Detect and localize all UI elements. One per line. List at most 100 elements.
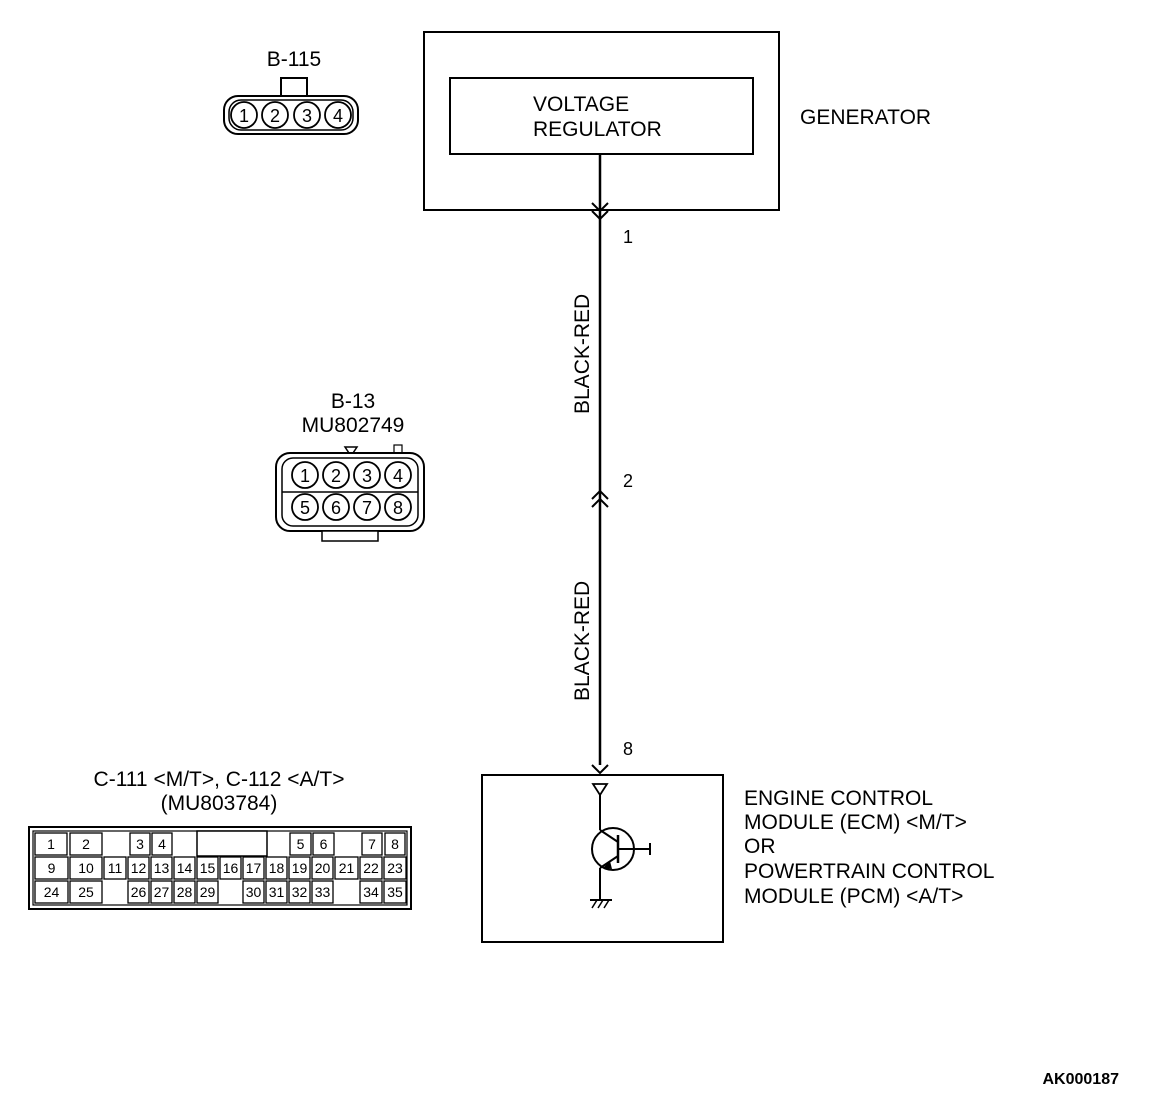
connector-b13-pin-label: 8 (393, 498, 403, 518)
connector-b13-pin (353, 493, 381, 521)
connector-c111-terminal-label: 33 (315, 884, 331, 900)
connector-c111-terminal-cell (34, 832, 68, 856)
connector-c111-terminal-label: 34 (363, 884, 379, 900)
connector-b13-key (343, 446, 359, 458)
connector-b13-pin (322, 461, 350, 489)
connector-b115-inner (228, 99, 354, 131)
ground-icon-hatch (597, 899, 604, 909)
ecm-label-line4: POWERTRAIN CONTROL (744, 860, 994, 883)
terminal-2-mark (591, 489, 609, 500)
connector-c111-terminal-cell (312, 832, 335, 856)
connector-c111-terminal-cell (150, 856, 173, 880)
connector-c111-terminal-label: 29 (200, 884, 216, 900)
connector-b115-label: B-115 (267, 48, 321, 71)
connector-c111-terminal-label: 15 (200, 860, 216, 876)
ecm-label-line3: OR (744, 835, 776, 858)
terminal-8-label: 8 (623, 739, 633, 759)
figure-code: AK000187 (1043, 1071, 1120, 1088)
connector-c111-terminal-label: 6 (320, 836, 328, 852)
connector-c111-terminal-label: 27 (154, 884, 170, 900)
connector-c111-terminal-label: 11 (108, 860, 123, 876)
connector-c111-terminal-label: 3 (136, 836, 144, 852)
connector-b115-pin (261, 101, 289, 129)
connector-c111-terminal-label: 31 (269, 884, 285, 900)
ecm-label-line2: MODULE (ECM) <M/T> (744, 811, 967, 834)
connector-b13: B-13 MU802749 1 2 3 4 5 6 7 8 (275, 390, 425, 542)
connector-b13-pin-label: 6 (331, 498, 341, 518)
connector-c111-terminal-cell (127, 880, 150, 904)
connector-b13-label: B-13 (331, 390, 375, 413)
connector-c111-terminal-label: 8 (391, 836, 399, 852)
connector-b13-pin (322, 493, 350, 521)
connector-b13-pin-label: 4 (393, 466, 403, 486)
connector-c111-terminal-label: 4 (158, 836, 166, 852)
connector-c111-terminal-cell (69, 880, 103, 904)
ecm-input-terminal (591, 783, 609, 797)
connector-c111-terminal-label: 18 (269, 860, 285, 876)
connector-c111-terminal-cell (151, 832, 173, 856)
transistor-collector (599, 829, 619, 843)
connector-c111-terminal-cell (288, 856, 311, 880)
connector-c111-terminal-cell (196, 880, 219, 904)
connector-b13-pin-label: 2 (331, 466, 341, 486)
connector-b115: B-115 1 2 3 4 (223, 48, 359, 135)
connector-c111-key (196, 830, 268, 857)
connector-b13-tab (393, 444, 403, 454)
terminal-1-label: 1 (623, 227, 633, 247)
connector-c111-terminal-cell (359, 856, 383, 880)
connector-c111-terminal-cell (196, 856, 219, 880)
connector-c111-terminal-label: 17 (246, 860, 262, 876)
connector-c111-terminal-label: 10 (78, 860, 94, 876)
terminal-8-mark (591, 764, 609, 775)
connector-c111-terminal-label: 35 (387, 884, 403, 900)
connector-c111-terminal-label: 16 (223, 860, 239, 876)
connector-c111-terminal-label: 2 (82, 836, 90, 852)
connector-c111-terminal-cell (359, 880, 383, 904)
connector-c111-terminal-cell (361, 832, 383, 856)
connector-b13-pin-label: 7 (362, 498, 372, 518)
ground-icon-hatch (591, 899, 598, 909)
connector-c111-terminal-cell (383, 880, 407, 904)
connector-c111-terminal-cell (173, 880, 196, 904)
connector-c111-terminal-cell (34, 856, 69, 880)
terminal-2-mark (591, 497, 609, 508)
connector-c111-terminal-cell (311, 856, 334, 880)
connector-c111-terminal-cell (129, 832, 151, 856)
connector-c111-terminal-cell (311, 880, 334, 904)
connector-b115-pin-label: 1 (239, 106, 249, 126)
connector-b13-pin (291, 461, 319, 489)
connector-c111-terminal-label: 22 (363, 860, 379, 876)
connector-c111-terminal-label: 19 (292, 860, 308, 876)
connector-c111-terminal-label: 26 (131, 884, 147, 900)
terminal-1-mark (591, 210, 609, 221)
connector-c111-terminal-cell (242, 880, 265, 904)
connector-c111-terminal-label: 1 (47, 836, 55, 852)
connector-c111-terminal-label: 7 (368, 836, 376, 852)
connector-b115-pin (293, 101, 321, 129)
connector-c111-terminal-cell (219, 856, 242, 880)
connector-c111-terminal-label: 5 (297, 836, 305, 852)
connector-b115-pin-label: 4 (333, 106, 343, 126)
ecm-label-line1: ENGINE CONTROL (744, 787, 933, 810)
connector-b13-pin-label: 3 (362, 466, 372, 486)
connector-b115-pin (324, 101, 352, 129)
wire-harness: 1 2 8 BLACK-RED BLACK-RED (571, 154, 633, 775)
connector-c111-terminal-label: 25 (78, 884, 94, 900)
ecm-label-line5: MODULE (PCM) <A/T> (744, 885, 963, 908)
terminal-2-label: 2 (623, 471, 633, 491)
connector-c111-terminal-cell (127, 856, 150, 880)
connector-c111-terminal-cell (69, 856, 103, 880)
connector-b13-pin (291, 493, 319, 521)
generator-label: GENERATOR (800, 106, 931, 129)
connector-c111-terminal-label: 28 (177, 884, 193, 900)
connector-c111-label: C-111 <M/T>, C-112 <A/T> (94, 768, 345, 791)
connector-c111-terminal-label: 12 (131, 860, 147, 876)
connector-b13-pin (384, 493, 412, 521)
connector-c111-part-number: (MU803784) (161, 792, 278, 815)
connector-b13-pin-label: 5 (300, 498, 310, 518)
voltage-regulator-box (449, 77, 754, 155)
wire-color-label-lower: BLACK-RED (571, 581, 594, 701)
